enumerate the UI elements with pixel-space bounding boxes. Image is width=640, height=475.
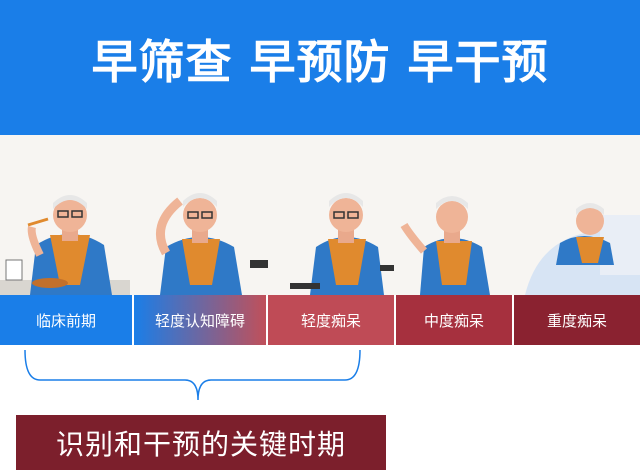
elderly-man-bedridden-icon xyxy=(525,203,640,295)
stage-severe-dementia: 重度痴呆 xyxy=(514,295,640,345)
stage-mild-cognitive-impairment: 轻度认知障碍 xyxy=(134,295,266,345)
illustration-scene xyxy=(0,135,640,295)
elderly-man-agitated-icon xyxy=(400,196,490,295)
banner-title: 早筛查 早预防 早干预 xyxy=(91,35,549,89)
stage-preclinical: 临床前期 xyxy=(0,295,132,345)
stage-bar: 临床前期 轻度认知障碍 轻度痴呆 中度痴呆 重度痴呆 xyxy=(0,295,640,345)
header-banner: 早筛查 早预防 早干预 xyxy=(0,0,640,135)
curly-brace-icon xyxy=(0,345,640,405)
critical-period-callout: 识别和干预的关键时期 xyxy=(16,415,386,470)
elderly-man-confused-icon xyxy=(155,193,268,295)
stage-mild-dementia: 轻度痴呆 xyxy=(268,295,394,345)
stage-moderate-dementia: 中度痴呆 xyxy=(396,295,512,345)
elderly-man-wheelchair-icon xyxy=(290,193,394,295)
elderly-man-eating-icon xyxy=(0,195,130,295)
